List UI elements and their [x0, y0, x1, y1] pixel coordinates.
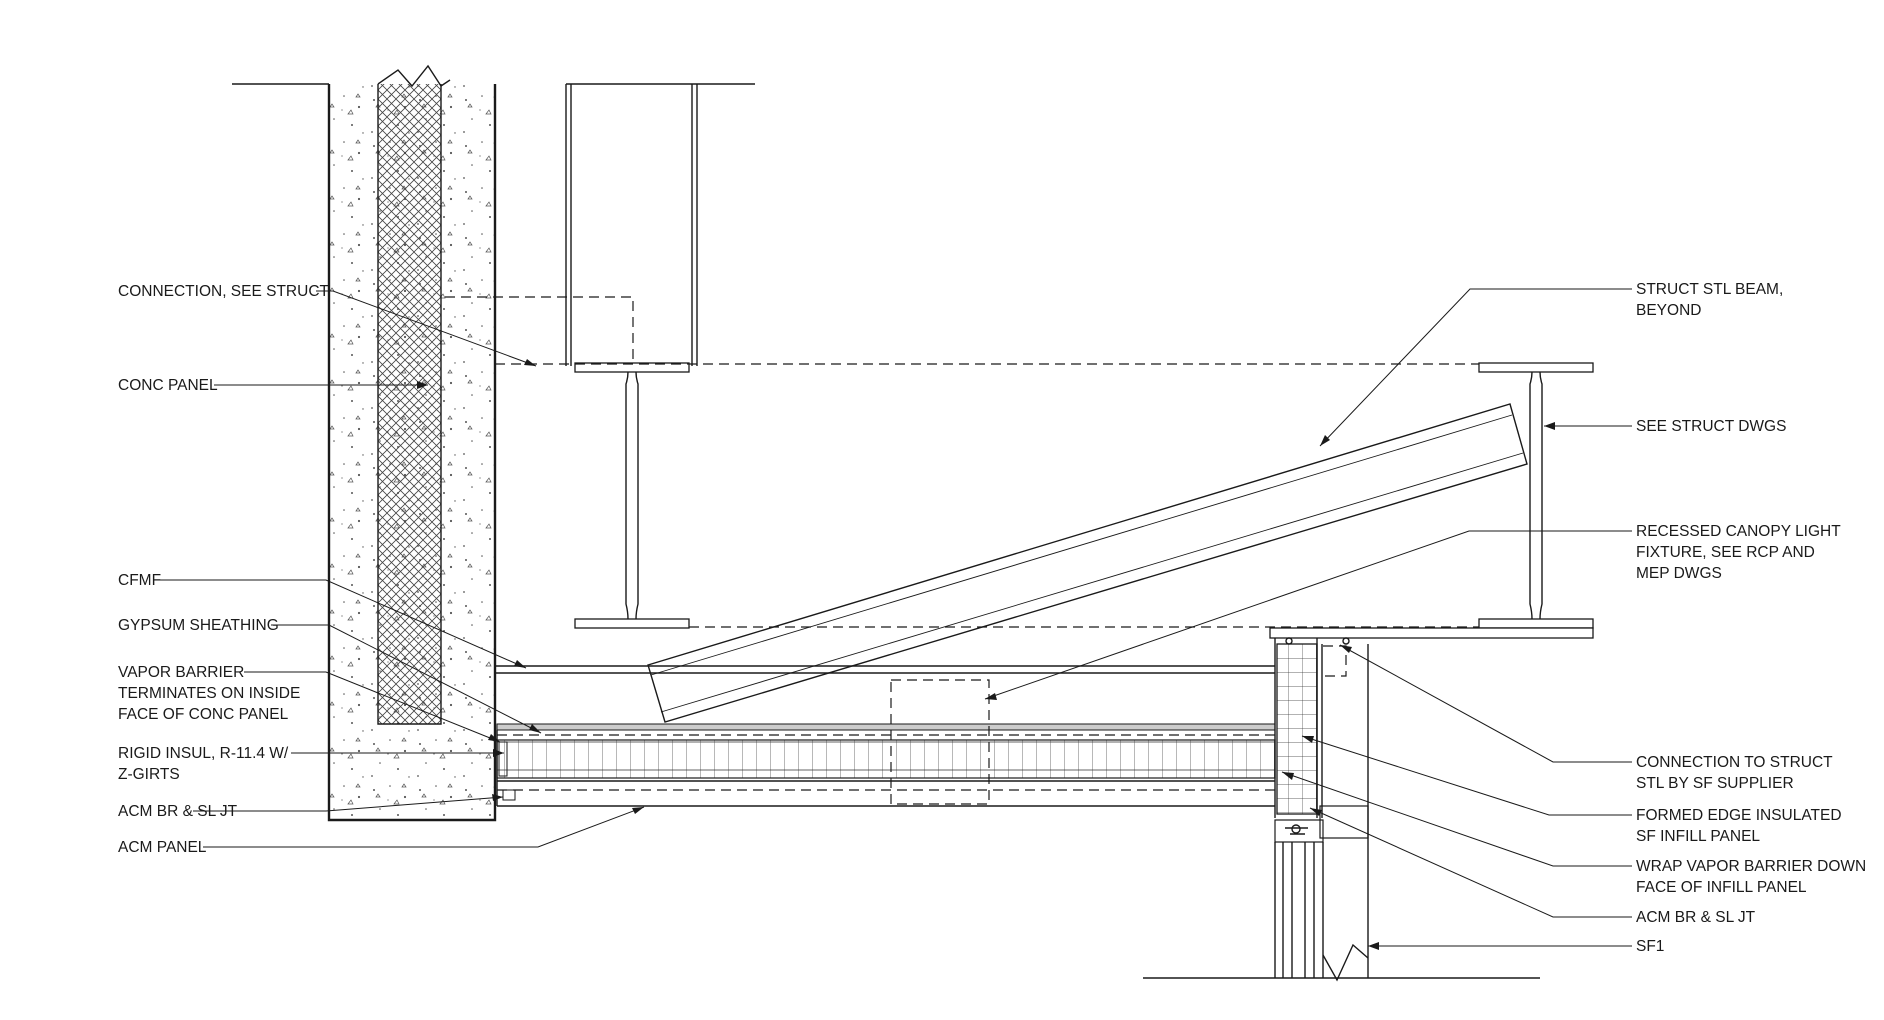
label-formed-edge-panel-1: FORMED EDGE INSULATED: [1636, 807, 1842, 824]
concrete-wall-panel: [232, 64, 497, 822]
label-formed-edge-panel-2: SF INFILL PANEL: [1636, 828, 1760, 845]
label-connection-to-struct-2: STL BY SF SUPPLIER: [1636, 775, 1794, 792]
label-wrap-vapor-barrier-2: FACE OF INFILL PANEL: [1636, 879, 1807, 896]
label-recessed-canopy-light-3: MEP DWGS: [1636, 565, 1722, 582]
label-gypsum-sheathing: GYPSUM SHEATHING: [118, 617, 279, 634]
leader-lines: [158, 288, 1632, 950]
label-rigid-insul-1: RIGID INSUL, R-11.4 W/: [118, 745, 289, 762]
right-steel-beam: [1478, 362, 1594, 629]
label-sf1: SF1: [1636, 938, 1664, 955]
label-conc-panel: CONC PANEL: [118, 377, 218, 394]
label-rigid-insul-2: Z-GIRTS: [118, 766, 180, 783]
label-acm-panel: ACM PANEL: [118, 839, 207, 856]
sloped-canopy-member: [647, 403, 1528, 723]
storefront-head: [1269, 627, 1594, 843]
label-connection-see-struct: CONNECTION, SEE STRUCT: [118, 283, 330, 300]
canopy-soffit-assembly: [495, 665, 1276, 807]
left-steel-beam: [574, 362, 690, 629]
label-struct-stl-beam-2: BEYOND: [1636, 302, 1701, 319]
label-wrap-vapor-barrier-1: WRAP VAPOR BARRIER DOWN: [1636, 858, 1866, 875]
label-recessed-canopy-light-2: FIXTURE, SEE RCP AND: [1636, 544, 1815, 561]
label-vapor-barrier-3: FACE OF CONC PANEL: [118, 706, 289, 723]
label-recessed-canopy-light-1: RECESSED CANOPY LIGHT: [1636, 523, 1841, 540]
label-acm-br-sl-jt-left: ACM BR & SL JT: [118, 803, 238, 820]
recessed-light-fixture: [890, 679, 990, 805]
label-acm-br-sl-jt-right: ACM BR & SL JT: [1636, 909, 1756, 926]
storefront-mullion: [1143, 838, 1540, 982]
label-struct-stl-beam-1: STRUCT STL BEAM,: [1636, 281, 1783, 298]
label-connection-to-struct-1: CONNECTION TO STRUCT: [1636, 754, 1833, 771]
label-vapor-barrier-2: TERMINATES ON INSIDE: [118, 685, 300, 702]
steel-column: [445, 83, 755, 366]
label-cfmf: CFMF: [118, 572, 161, 589]
label-see-struct-dwgs: SEE STRUCT DWGS: [1636, 418, 1786, 435]
label-vapor-barrier-1: VAPOR BARRIER: [118, 664, 244, 681]
